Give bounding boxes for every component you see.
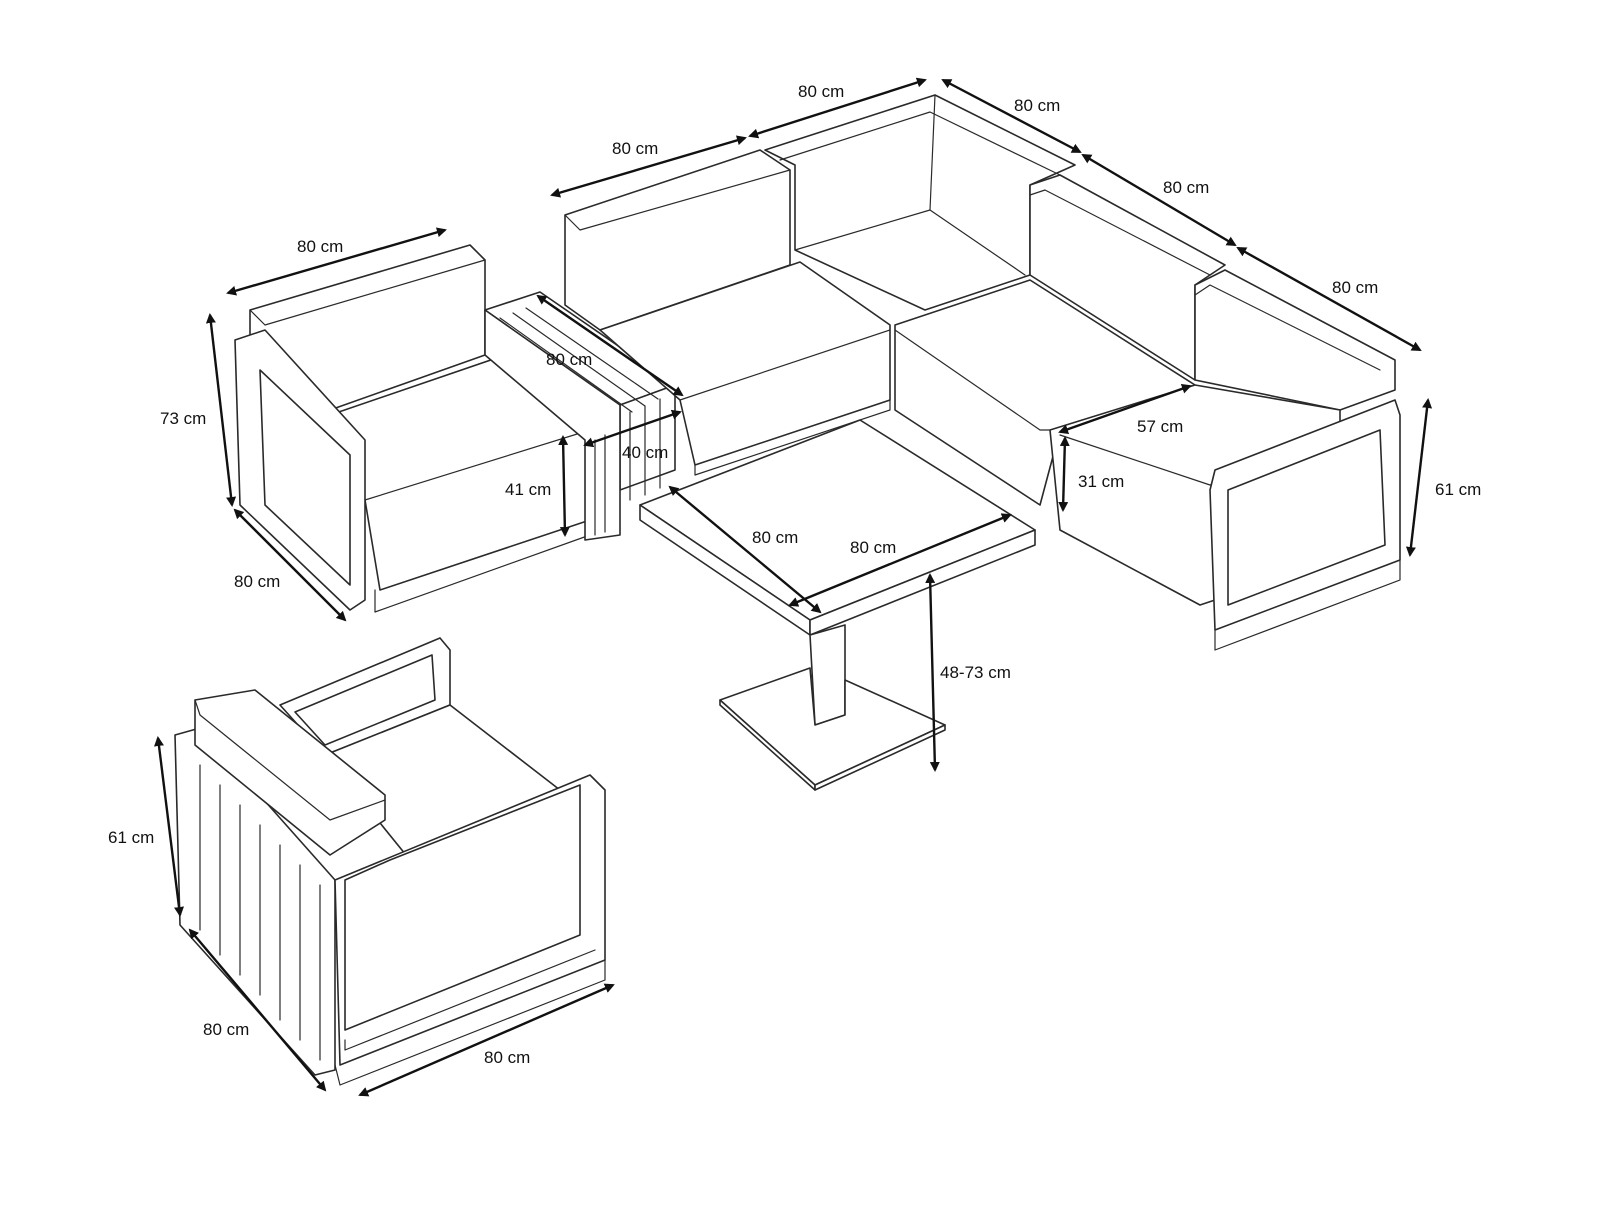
label-armchair-height: 73 cm xyxy=(160,409,206,428)
label-top-right-seg3: 80 cm xyxy=(1332,278,1378,297)
label-seat-height-right: 31 cm xyxy=(1078,472,1124,491)
label-sofa-height-right: 61 cm xyxy=(1435,480,1481,499)
dim-line-sofa-height-right xyxy=(1405,398,1433,557)
dim-line-armchair-depth xyxy=(233,508,347,622)
label-seat-height-left: 41 cm xyxy=(505,480,551,499)
dim-line-armchair-width xyxy=(226,227,447,296)
label-chair2-depth: 80 cm xyxy=(203,1020,249,1039)
label-chair2-width: 80 cm xyxy=(484,1048,530,1067)
dim-line-seat-height-left xyxy=(558,435,570,537)
dim-line-chair2-height xyxy=(154,736,184,917)
dim-line-top-mid-seg xyxy=(748,77,927,139)
coffee-table xyxy=(639,419,1036,791)
dim-line-side-table-width xyxy=(583,409,682,448)
label-table-height: 48-73 cm xyxy=(940,663,1011,682)
dim-line-seat-height-right xyxy=(1058,436,1070,512)
label-table-width-a: 80 cm xyxy=(752,528,798,547)
label-top-right-seg2: 80 cm xyxy=(1163,178,1209,197)
label-chair2-height: 61 cm xyxy=(108,828,154,847)
label-top-left-seg: 80 cm xyxy=(612,139,658,158)
dim-line-top-right-seg2 xyxy=(1081,153,1237,247)
label-side-table-width: 40 cm xyxy=(622,443,668,462)
label-armchair-width: 80 cm xyxy=(297,237,343,256)
dim-line-top-right-seg3 xyxy=(1236,246,1422,352)
label-table-width-b: 80 cm xyxy=(850,538,896,557)
dim-line-top-left-seg xyxy=(550,135,747,198)
label-top-right-seg1: 80 cm xyxy=(1014,96,1060,115)
dim-line-top-right-seg1 xyxy=(941,78,1082,154)
label-top-mid-seg: 80 cm xyxy=(798,82,844,101)
label-seat-depth: 57 cm xyxy=(1137,417,1183,436)
dim-line-armchair-height xyxy=(205,313,237,507)
label-side-table-length: 80 cm xyxy=(546,350,592,369)
dim-line-chair2-width xyxy=(358,983,615,1097)
dim-line-table-height xyxy=(925,573,940,772)
dim-line-side-table-length xyxy=(536,294,684,397)
armchair-bottom xyxy=(174,637,606,1086)
dim-line-chair2-depth xyxy=(188,928,327,1092)
dimension-labels: 80 cm 80 cm 80 cm 80 cm 80 cm 80 cm 73 c… xyxy=(108,82,1481,1067)
label-armchair-depth: 80 cm xyxy=(234,572,280,591)
dim-line-seat-depth xyxy=(1058,383,1192,435)
dimension-lines xyxy=(154,77,1433,1097)
dim-line-table-width-b xyxy=(788,513,1012,607)
